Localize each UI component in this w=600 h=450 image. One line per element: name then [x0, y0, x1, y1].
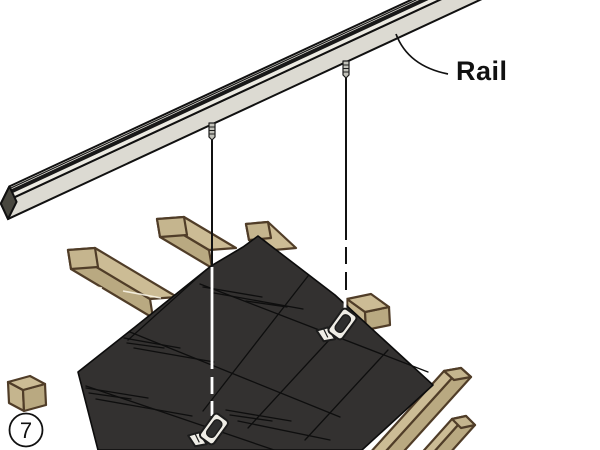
step-circle	[8, 412, 44, 448]
batten-long-2	[422, 414, 477, 450]
roof-hook-bracket-right	[315, 307, 358, 343]
roof-hook-bracket-bottom	[187, 412, 229, 448]
step-badge: 7	[8, 412, 44, 448]
underlayment-membrane	[77, 235, 434, 450]
step-number: 7	[20, 418, 32, 443]
rail-leader-line	[395, 33, 449, 75]
rail-end-cap	[0, 185, 18, 220]
rail-channel	[4, 0, 515, 198]
wood-sheen-mark	[95, 286, 162, 299]
hanger-bolt-left	[208, 122, 216, 141]
rafter-end-block-bottom-left	[6, 374, 48, 413]
plumb-line-right	[343, 76, 347, 314]
batten-long	[371, 366, 473, 450]
rafter-beam-left	[66, 246, 179, 320]
membrane-seam-lines	[85, 269, 429, 450]
hanger-bolt-right	[342, 60, 350, 79]
mounting-rail	[0, 0, 519, 221]
rail-label: Rail	[456, 56, 508, 86]
